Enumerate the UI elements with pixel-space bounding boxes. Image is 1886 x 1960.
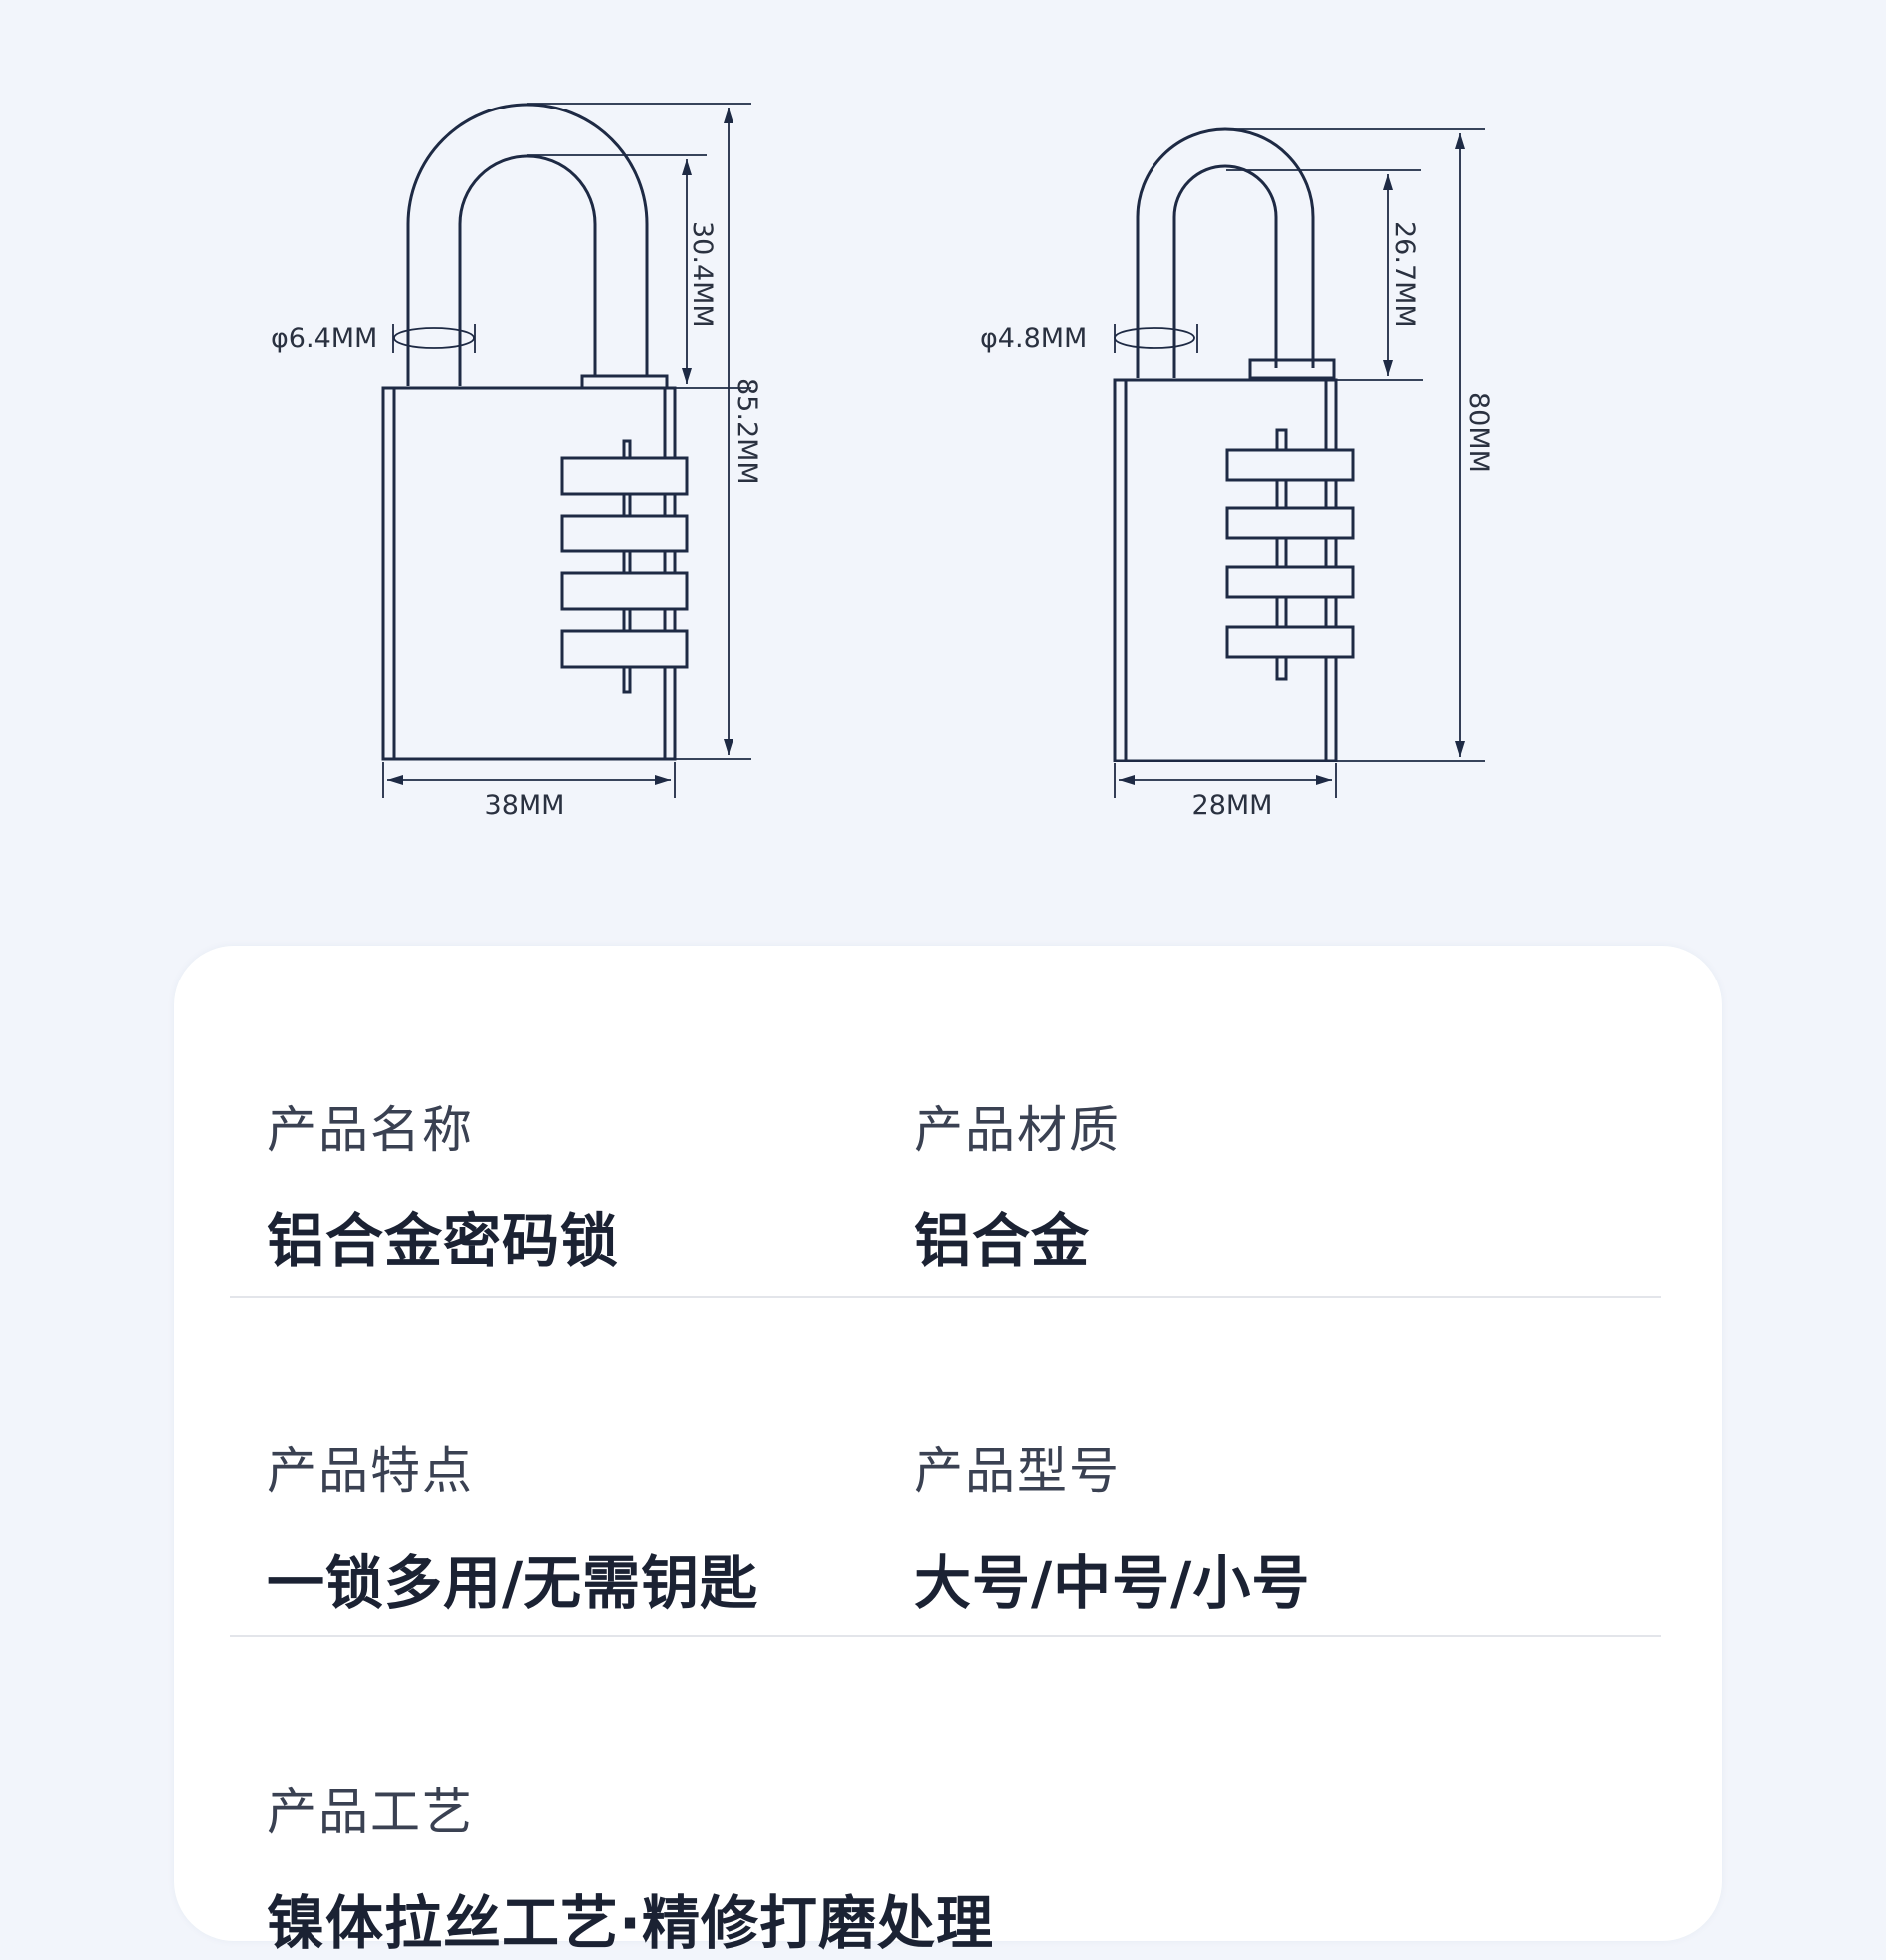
large-body-width-label: 38MM [485, 790, 565, 821]
large-total-height-label: 85.2MM [732, 378, 762, 485]
spec-divider [230, 1296, 1661, 1298]
spec-value-process: 镍体拉丝工艺·精修打磨处理 [267, 1889, 995, 1957]
spec-value-features: 一锁多用/无需钥匙 [267, 1549, 759, 1617]
padlock-dimension-diagram: φ6.4MM 30.4MM 85.2MM 38MM φ4.8MM 26.7MM … [271, 103, 1494, 821]
large-padlock-drawing [381, 103, 689, 761]
spec-divider [230, 1635, 1661, 1637]
spec-label-name: 产品名称 [267, 1101, 474, 1159]
small-total-height-label: 80MM [1463, 392, 1494, 473]
small-padlock-drawing [1113, 127, 1355, 762]
small-shackle-diameter-label: φ4.8MM [980, 324, 1087, 354]
spec-label-model: 产品型号 [914, 1442, 1121, 1500]
spec-label-features: 产品特点 [267, 1442, 474, 1500]
product-spec-card: 产品名称 铝合金密码锁 产品材质 铝合金 产品特点 一锁多用/无需钥匙 产品型号… [174, 946, 1722, 1957]
spec-value-model: 大号/中号/小号 [914, 1549, 1311, 1617]
spec-value-name: 铝合金密码锁 [267, 1207, 620, 1275]
small-body-width-label: 28MM [1192, 790, 1273, 821]
spec-label-material: 产品材质 [914, 1101, 1121, 1159]
large-shackle-diameter-label: φ6.4MM [271, 324, 377, 354]
spec-label-process: 产品工艺 [267, 1783, 474, 1841]
spec-value-material: 铝合金 [914, 1207, 1091, 1275]
small-shackle-clearance-label: 26.7MM [1389, 221, 1420, 327]
large-shackle-clearance-label: 30.4MM [687, 221, 718, 327]
